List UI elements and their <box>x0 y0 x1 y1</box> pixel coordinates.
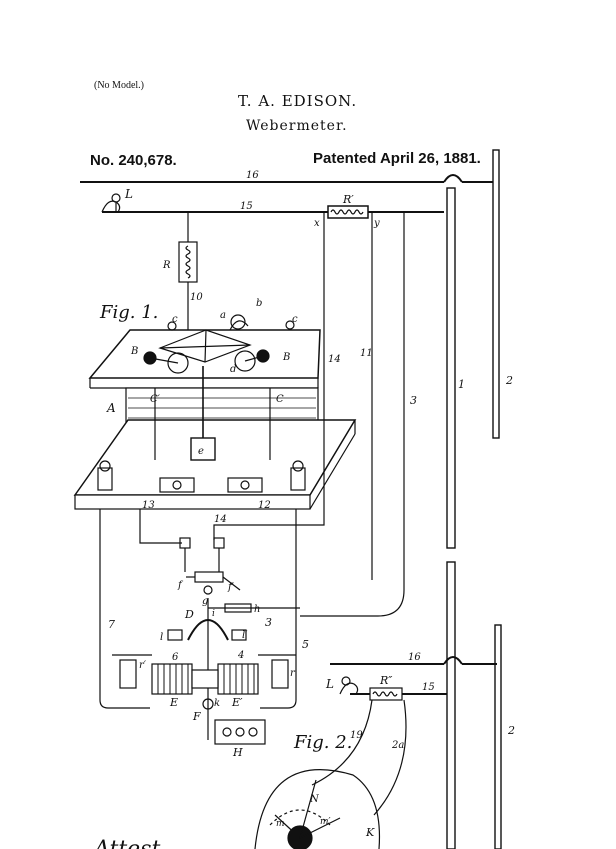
label-N: N <box>309 794 320 805</box>
label-e: e <box>198 446 204 457</box>
label-13: 13 <box>142 500 155 511</box>
label-f: f <box>177 580 184 591</box>
resistance-Rprime <box>328 206 368 218</box>
label-6: 6 <box>172 652 179 663</box>
fig2-lines <box>255 562 501 849</box>
label-Eprime: E′ <box>231 696 243 709</box>
label-3: 3 <box>410 394 417 407</box>
label-y: y <box>373 218 380 229</box>
label-h: h <box>254 604 260 615</box>
label-16-top: 16 <box>246 170 259 181</box>
label-x: x <box>314 218 320 229</box>
label-d: d <box>230 364 236 375</box>
label-g: g <box>202 596 208 607</box>
label-a: a <box>220 310 226 321</box>
label-c-left: c <box>172 314 178 325</box>
label-C: C <box>276 394 284 405</box>
label-c-right: c <box>292 314 298 325</box>
label-R: R <box>162 260 171 271</box>
label-16-fig2: 16 <box>408 652 421 663</box>
label-m: m <box>276 819 285 829</box>
fig1-label: Fig. 1. <box>99 302 158 323</box>
label-B-left: B <box>130 346 138 357</box>
label-E: E <box>169 696 178 709</box>
label-7: 7 <box>108 618 115 631</box>
label-D: D <box>184 608 194 621</box>
label-L: L <box>124 187 133 201</box>
fig2-label: Fig. 2. <box>293 732 352 753</box>
label-K: K <box>365 826 375 839</box>
label-k: k <box>214 698 220 709</box>
resistance-R <box>179 212 197 330</box>
label-H: H <box>232 746 243 759</box>
label-3-low: 3 <box>265 616 272 629</box>
label-11: 11 <box>360 348 373 359</box>
conductor-2 <box>493 150 499 438</box>
label-Rdouble: R″ <box>379 674 393 687</box>
label-lprime: l′ <box>242 630 248 641</box>
label-15-fig2: 15 <box>422 682 435 693</box>
label-14: 14 <box>328 354 341 365</box>
label-5: 5 <box>302 638 309 651</box>
label-2a: 2a <box>391 740 404 751</box>
label-Cprime: C′ <box>150 394 161 405</box>
label-mprime: m′ <box>320 817 331 827</box>
label-r: r <box>290 668 296 679</box>
label-2-top: 2 <box>505 374 513 387</box>
label-l: l <box>160 632 163 643</box>
main-line-16 <box>80 175 493 182</box>
label-10: 10 <box>190 292 203 303</box>
label-19: 19 <box>350 730 363 741</box>
label-i: i <box>212 609 215 619</box>
label-1: 1 <box>458 378 465 391</box>
attest-signature: Attest <box>92 837 160 849</box>
label-A: A <box>106 401 116 415</box>
label-rprime: r′ <box>139 660 147 671</box>
label-B-right: B <box>282 352 290 363</box>
label-L-fig2: L <box>325 677 334 691</box>
label-Rprime: R′ <box>342 193 354 206</box>
lamp-L <box>102 194 120 212</box>
label-2-fig2: 2 <box>507 724 515 737</box>
label-fprime: f′ <box>227 582 235 593</box>
conductor-1 <box>447 188 455 548</box>
label-b: b <box>256 298 262 309</box>
label-4: 4 <box>237 650 244 661</box>
label-14-low: 14 <box>214 514 227 525</box>
label-15-top: 15 <box>240 201 253 212</box>
label-F: F <box>192 710 201 723</box>
label-12: 12 <box>258 500 271 511</box>
